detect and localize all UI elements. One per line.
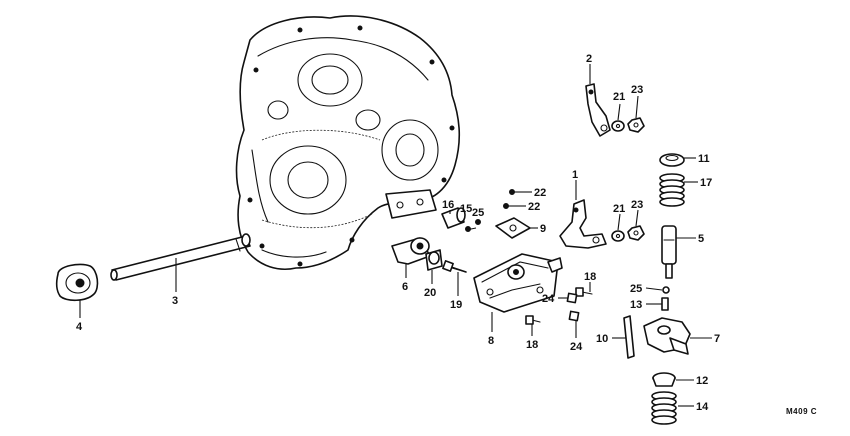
callout-18-upper: 18 (584, 271, 596, 283)
callout-24-lower: 24 (570, 341, 583, 353)
lever-part-2 (585, 83, 611, 137)
callout-15: 15 (460, 203, 472, 215)
nut-part-23-lower (627, 225, 645, 241)
callout-18-lower: 18 (526, 339, 538, 351)
shift-shaft-part-3 (110, 233, 251, 281)
callout-6: 6 (402, 281, 408, 293)
callout-25-lower: 25 (630, 283, 642, 295)
callout-labels: 2 21 23 11 17 1 22 22 16 15 25 9 21 23 5… (76, 53, 720, 413)
ball-part-25-upper (475, 219, 481, 225)
callout-19: 19 (450, 299, 462, 311)
pin-part-15 (465, 226, 477, 232)
callout-8: 8 (488, 335, 494, 347)
callout-21-upper: 21 (613, 91, 625, 103)
bolt-part-19 (442, 260, 467, 273)
washer-part-21-upper (611, 120, 625, 132)
callout-12: 12 (696, 375, 708, 387)
sleeve-part-16 (441, 207, 466, 229)
rod-part-5 (661, 225, 677, 279)
ball-part-25-lower (662, 286, 670, 294)
callout-3: 3 (172, 295, 178, 307)
callout-22-lower: 22 (528, 201, 540, 213)
cap-part-11 (659, 153, 685, 167)
callout-11: 11 (698, 153, 710, 165)
leader-lines (79, 64, 712, 407)
nut-part-23-upper (627, 117, 645, 133)
washer-part-21-lower (611, 230, 625, 242)
lever-part-1 (559, 199, 607, 249)
callout-10: 10 (596, 333, 608, 345)
callout-4: 4 (76, 321, 83, 333)
callout-25-upper: 25 (472, 207, 484, 219)
cover-plate-part-9 (495, 217, 531, 239)
shift-arm-part-6 (391, 237, 431, 265)
callout-13: 13 (630, 299, 642, 311)
bushing-part-4 (55, 263, 99, 302)
pin-part-10 (623, 315, 635, 359)
transmission-case (235, 15, 461, 270)
bolts-part-18 (525, 287, 593, 325)
callout-24-upper: 24 (542, 293, 555, 305)
callout-20: 20 (424, 287, 436, 299)
callout-21-lower: 21 (613, 203, 625, 215)
callout-23-lower: 23 (631, 199, 643, 211)
collar-part-20 (425, 249, 443, 271)
callout-17: 17 (700, 177, 712, 189)
bolts-part-24 (566, 292, 580, 322)
pin-part-13 (661, 297, 669, 311)
callout-23-upper: 23 (631, 84, 643, 96)
spring-part-14 (651, 391, 677, 425)
spring-part-17 (659, 173, 685, 207)
callout-22-upper: 22 (534, 187, 546, 199)
callout-7: 7 (714, 333, 720, 345)
callout-16: 16 (442, 199, 454, 211)
figure-code: M409 C (786, 407, 817, 416)
seat-part-12 (652, 372, 676, 387)
callout-2: 2 (586, 53, 592, 65)
shift-piece-part-7 (643, 317, 691, 355)
callout-14: 14 (696, 401, 709, 413)
callout-5: 5 (698, 233, 704, 245)
callout-1: 1 (572, 169, 578, 181)
callout-9: 9 (540, 223, 546, 235)
screws-part-22 (503, 189, 520, 209)
bracket-part-8 (473, 253, 563, 313)
